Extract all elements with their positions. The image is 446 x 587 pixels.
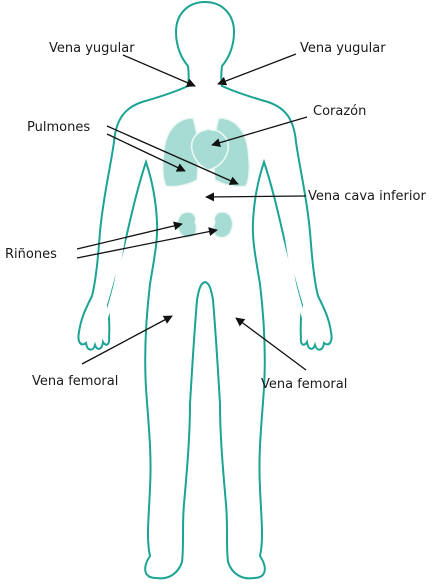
label-inferior-vena-cava: Vena cava inferior <box>308 189 426 204</box>
body-outline <box>78 2 331 578</box>
body-silhouette <box>78 2 331 578</box>
jugular-right-arrow <box>218 54 296 84</box>
label-heart: Corazón <box>313 104 366 119</box>
label-jugular-right: Vena yugular <box>300 41 386 56</box>
label-femoral-left: Vena femoral <box>32 374 118 389</box>
label-kidneys: Riñones <box>5 247 57 262</box>
label-lungs: Pulmones <box>27 120 90 135</box>
kidney-right <box>214 212 233 238</box>
label-femoral-right: Vena femoral <box>261 377 347 392</box>
label-jugular-left: Vena yugular <box>49 41 135 56</box>
